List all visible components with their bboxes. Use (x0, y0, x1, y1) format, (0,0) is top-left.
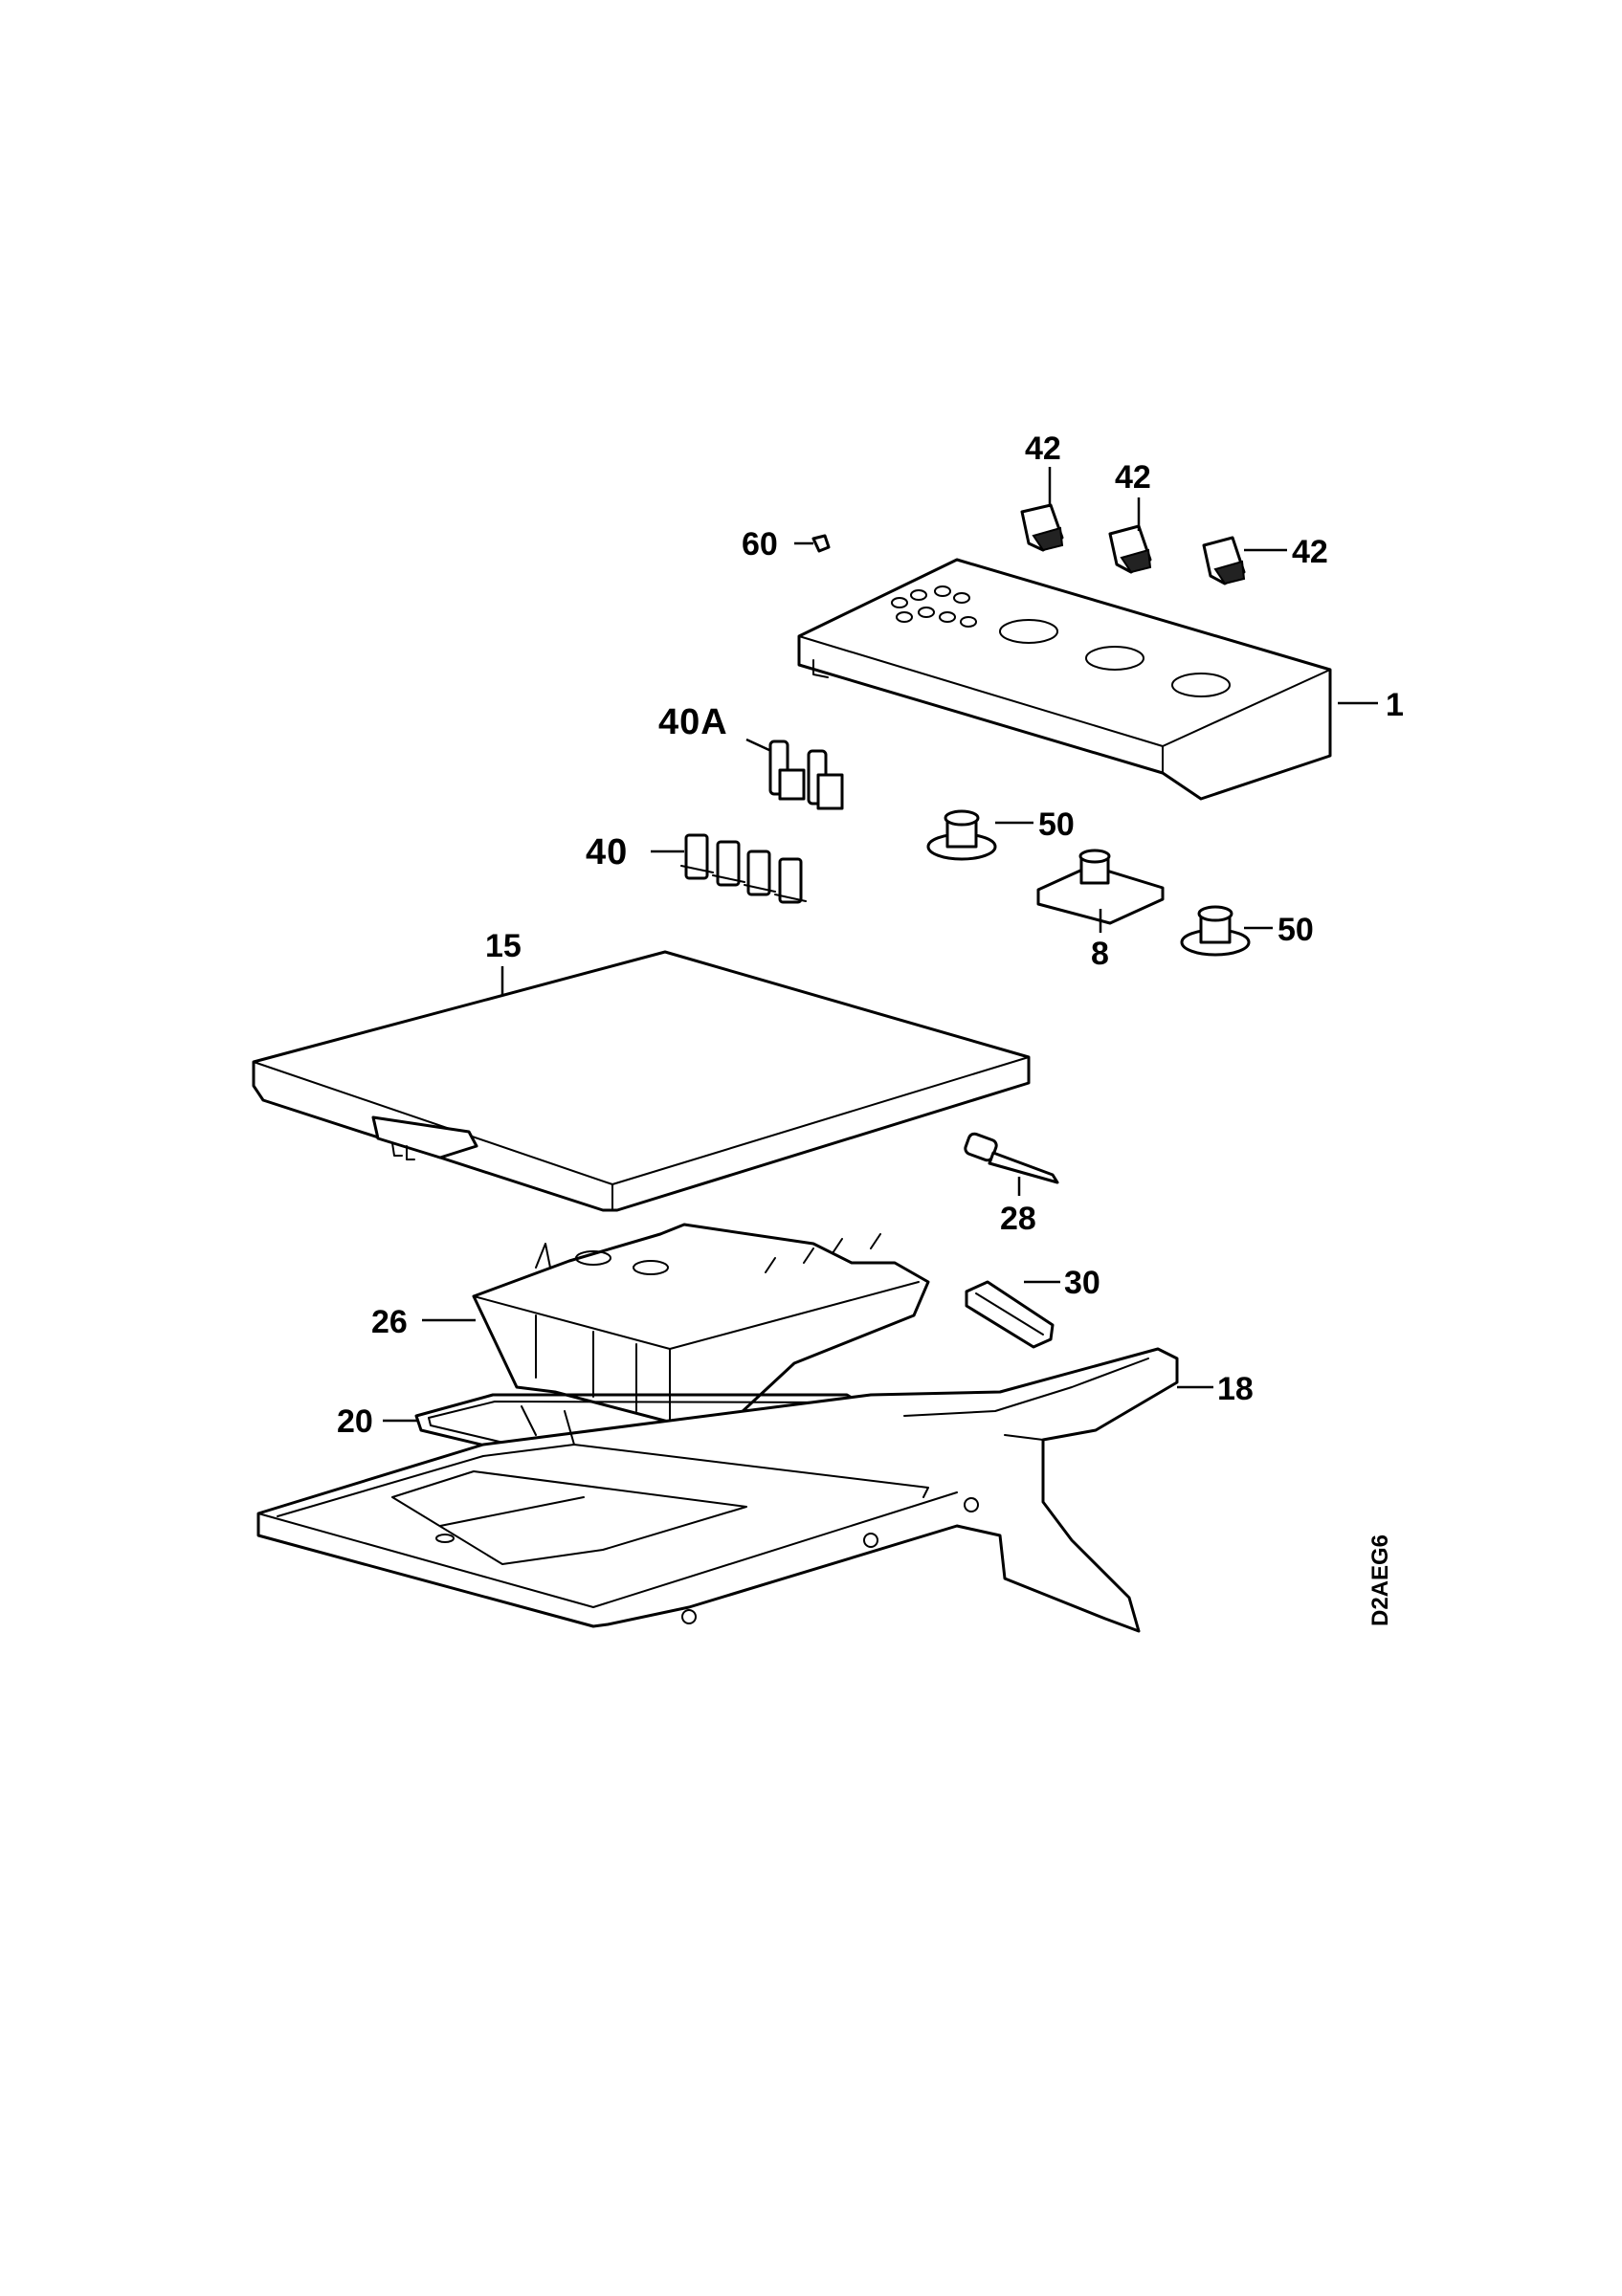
callout-42-a: 42 (1025, 430, 1061, 467)
callout-1: 1 (1386, 687, 1404, 723)
leader-lines (383, 467, 1378, 1423)
seal-part-30 (965, 1280, 1055, 1349)
bracket-part-8 (1036, 849, 1165, 925)
diagram-code: D2AEG6 (1367, 1534, 1393, 1626)
callout-50-a: 50 (1038, 806, 1075, 843)
knob-part-42-a (1020, 503, 1064, 552)
nozzle-part-50-b (1180, 905, 1251, 957)
callout-40: 40 (586, 832, 628, 872)
dispenser-drawer-part-26 (472, 1223, 930, 1430)
callout-30: 30 (1064, 1265, 1100, 1301)
hose-connector-part-28 (964, 1132, 1059, 1184)
callout-42-c: 42 (1292, 534, 1328, 570)
callout-20: 20 (337, 1403, 373, 1440)
knob-part-42-c (1202, 536, 1246, 585)
callout-42-b: 42 (1115, 459, 1151, 496)
callout-26: 26 (371, 1304, 408, 1340)
nozzle-part-50-a (926, 809, 997, 861)
switch-part-40 (680, 833, 807, 904)
callout-40A: 40A (658, 702, 728, 742)
callout-28: 28 (1000, 1201, 1036, 1237)
plug-part-60 (811, 534, 831, 553)
callout-60: 60 (742, 526, 778, 563)
callout-50-b: 50 (1278, 912, 1314, 948)
callout-18: 18 (1217, 1371, 1254, 1407)
callout-15: 15 (485, 928, 522, 964)
knob-part-42-b (1108, 524, 1152, 574)
control-panel-part-1 (797, 558, 1332, 801)
push-button-part-40A (768, 740, 844, 810)
cover-lid-part-15 (252, 950, 1031, 1212)
base-tray-part-18 (256, 1347, 1179, 1633)
callout-labels: 42 42 42 60 1 40A 40 50 50 8 15 28 30 26… (337, 430, 1404, 1440)
callout-8: 8 (1091, 936, 1109, 972)
